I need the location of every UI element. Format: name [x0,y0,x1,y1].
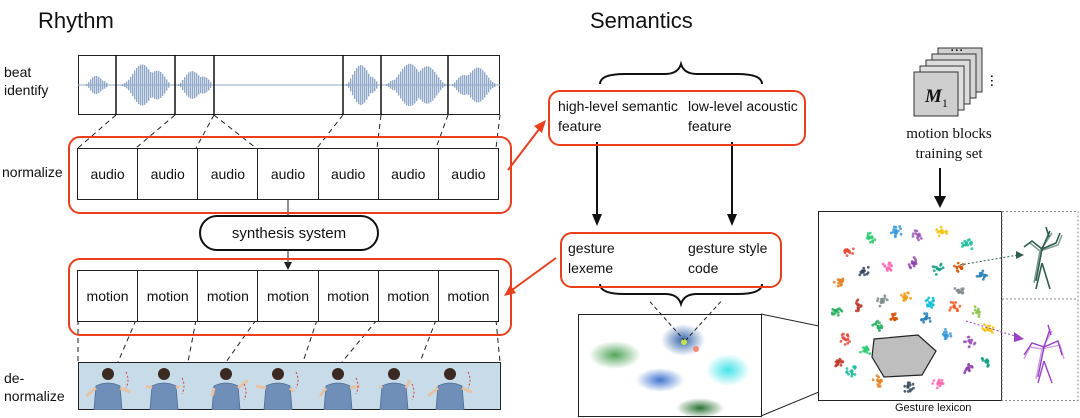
lexicon-cluster [980,357,990,368]
cluster-blob [706,354,750,386]
lexicon-cluster [931,262,945,276]
ellipsis-side: ... [987,74,1004,88]
lexicon-cluster [960,238,974,251]
audio-segment: audio [198,149,259,199]
normalize-label: normalize [2,164,63,180]
motion-segment-row: motion motion motion motion motion motio… [77,270,499,322]
gesture-skeleton-icon [1023,324,1065,384]
motion-segment: motion [198,271,259,321]
gesture-frame-figure [427,368,473,410]
left-connectors [77,114,557,363]
semantics-title: Semantics [590,8,693,33]
lexicon-cluster [889,312,899,322]
training-set-arrow [934,168,946,208]
lexicon-cluster [953,287,965,295]
lexicon-cluster [975,269,989,281]
gesture-frame-figure [255,368,299,410]
cluster-zoom-panel [578,300,873,418]
lexicon-cluster [859,345,872,356]
motion-segment: motion [138,271,199,321]
audio-segment: audio [451,166,486,182]
cluster-blob [676,398,724,418]
lexicon-cluster [871,319,884,332]
audio-segment: audio [258,149,319,199]
motion-blocks-label: motion blocks training set [906,126,992,162]
gesture-frame-figure [145,368,185,410]
lexicon-cluster [889,225,903,239]
motion-segment: motion [78,271,139,321]
lexicon-cluster [876,294,889,308]
motion-segment: motion [258,271,319,321]
lexicon-cluster [920,312,932,324]
selected-region-polygon [871,334,937,378]
beat-identify-label: beat identify [4,64,49,98]
semantic-feature-label: high-level semantic feature [558,98,678,134]
gesture-frame-figure [210,368,249,410]
acoustic-feature-label: low-level acoustic feature [688,98,798,134]
audio-segment: audio [319,149,379,199]
lexicon-cluster [832,277,845,288]
lexicon-cluster [858,265,870,277]
lexicon-cluster [948,300,962,312]
lexicon-cluster [830,307,844,317]
audio-segment: audio [78,149,139,199]
lexicon-cluster [871,374,883,388]
gesture-frame-figure [85,368,131,410]
gesture-frames-strip [78,362,501,410]
cluster-blob [589,341,641,369]
lexicon-cluster [963,363,974,375]
lexicon-cluster [935,225,949,238]
motion-segment: motion [379,271,439,321]
lexicon-cluster [834,357,845,368]
rhythm-title: Rhythm [38,8,114,33]
lexicon-cluster [845,365,857,378]
audio-segment: audio [379,149,439,199]
lexicon-cluster [981,323,995,334]
beat-waveform [78,55,500,115]
ellipsis-top: ... [950,38,964,55]
feature-box [548,90,806,146]
motion-block-symbol: M1 [925,86,948,110]
cluster-blob [636,368,684,392]
gesture-style-label: gesture style code [688,240,768,276]
lexicon-cluster [907,256,918,270]
motion-highlight-box [68,258,512,336]
gesture-lexicon-panel [818,211,1079,401]
synthesis-system-node: synthesis system [199,215,379,251]
lexicon-cluster [843,247,855,257]
lexicon-cluster [931,378,945,390]
lexicon-cluster [839,332,851,346]
audio-segment: audio [138,149,199,199]
lexicon-cluster [881,261,893,272]
lexicon-cluster [924,296,935,309]
motion-segment: motion [319,271,379,321]
motion-segment: motion [447,288,490,304]
lexicon-cluster [900,291,912,302]
audio-segment-row: audio audio audio audio audio audio audi… [77,148,499,200]
normalize-highlight-box [68,136,512,214]
gesture-frame-figure [378,368,415,410]
lexicon-cluster [962,335,977,349]
motion-block [913,71,959,117]
lexicon-cluster [865,231,877,244]
lexicon-cluster [854,298,863,313]
motion-blocks-stack [913,47,983,117]
gesture-skeleton-icon [1023,226,1063,290]
lexicon-cluster [903,381,915,393]
gesture-frame-figure [318,368,361,410]
gesture-output-box [560,232,782,288]
semantics-connectors [592,60,763,308]
lexicon-cluster [953,261,965,273]
gesture-lexeme-label: gesture lexeme [568,240,615,276]
gesture-lexicon-caption: Gesture lexicon [895,402,972,414]
lexicon-cluster [971,305,981,318]
lexicon-cluster [941,328,953,340]
lexicon-cluster [911,229,923,242]
